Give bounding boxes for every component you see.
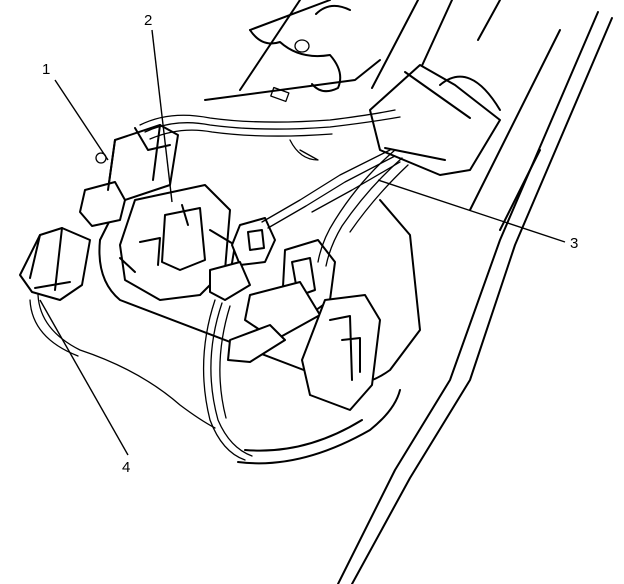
- wire-bundles: [29, 109, 409, 465]
- leader-4: [39, 299, 129, 456]
- connector-1: [79, 124, 179, 227]
- callout-label-4: 4: [122, 459, 130, 476]
- leader-3: [377, 179, 566, 243]
- center-connector-cluster: [227, 239, 381, 411]
- center-small-connector: [209, 217, 276, 301]
- leader-1: [54, 79, 109, 161]
- callout-label-3: 3: [570, 235, 578, 252]
- connector-4: [19, 227, 91, 301]
- callout-leaders: [39, 29, 566, 456]
- upper-bracket: [204, 0, 381, 103]
- callout-label-2: 2: [144, 12, 152, 29]
- callout-label-1: 1: [42, 61, 50, 78]
- connector-2: [119, 184, 236, 301]
- seat-frame-rails: [239, 0, 613, 584]
- callout-labels: 1 2 3 4: [42, 12, 578, 476]
- leader-2: [151, 29, 173, 203]
